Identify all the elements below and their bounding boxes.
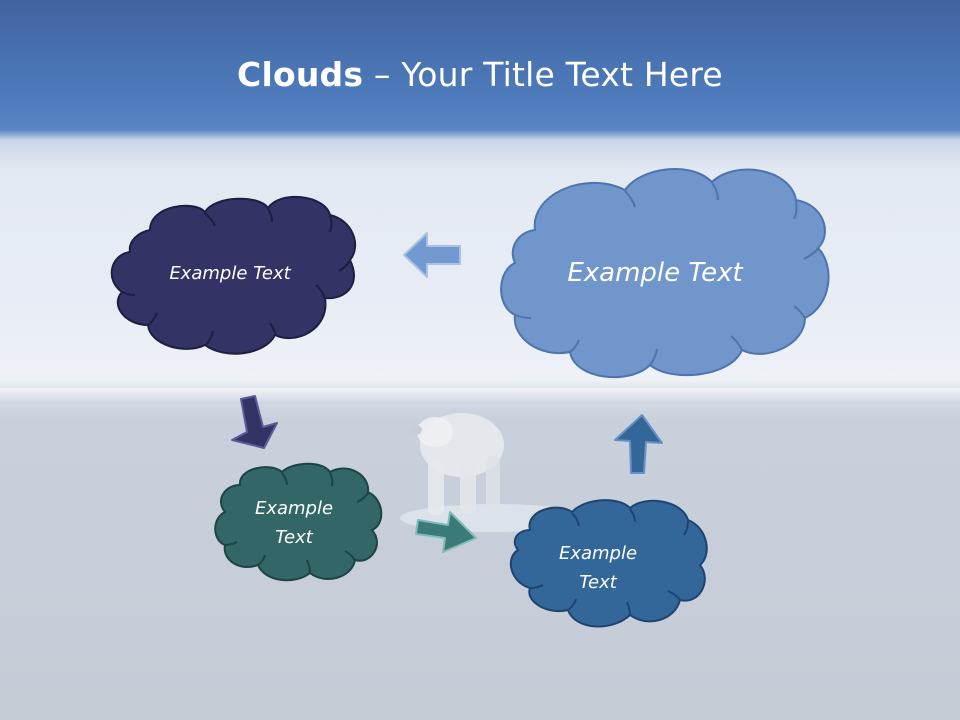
cloud-1-shape bbox=[110, 195, 357, 355]
arrow-right bbox=[415, 511, 477, 553]
cloud-2-label-line1: Example Text bbox=[567, 258, 743, 288]
slide-title: Clouds – Your Title Text Here bbox=[0, 50, 960, 100]
cloud-1-label-line1: Example Text bbox=[169, 263, 291, 284]
cloud-3-label: Example Text bbox=[230, 494, 358, 552]
title-rest: Your Title Text Here bbox=[401, 55, 723, 94]
arrow-left bbox=[403, 232, 461, 278]
title-dash: – bbox=[363, 55, 402, 94]
cloud-3-label-line1: Example bbox=[254, 498, 334, 519]
cloud-4-label: Example Text bbox=[532, 539, 664, 597]
title-bold: Clouds bbox=[237, 55, 364, 94]
cloud-1-label: Example Text bbox=[125, 263, 335, 284]
cloud-1 bbox=[110, 195, 357, 355]
cloud-4-shape bbox=[509, 499, 708, 628]
cloud-3-label-line2: Text bbox=[275, 527, 313, 548]
horizon bbox=[0, 388, 960, 402]
cloud-4-label-line1: Example bbox=[558, 543, 638, 564]
cloud-2-label: Example Text bbox=[530, 258, 780, 288]
cloud-3 bbox=[214, 462, 383, 582]
cloud-4-label-line2: Text bbox=[579, 572, 617, 593]
cloud-2-shape bbox=[500, 168, 830, 378]
cloud-4 bbox=[509, 499, 708, 628]
cloud-3-shape bbox=[214, 462, 383, 582]
arrow-down-right bbox=[231, 395, 278, 449]
arrow-up bbox=[614, 414, 663, 474]
cloud-2 bbox=[500, 168, 830, 378]
